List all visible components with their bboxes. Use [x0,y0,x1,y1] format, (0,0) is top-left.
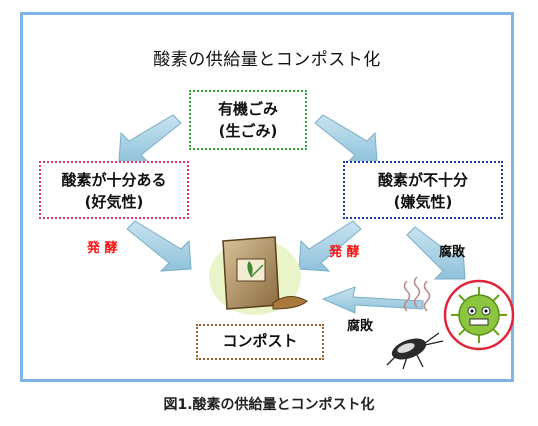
anaerobic-label: 酸素が不十分 [377,171,468,189]
organic-waste-label: 有機ごみ [217,100,278,118]
diagram-graphics [118,114,515,370]
arrow-organic-to-aerobic [118,114,182,164]
diagram-frame: 酸素の供給量とコンポスト化 [20,12,515,382]
arrow-rot-to-compost [321,286,424,314]
organic-waste-sublabel: (生ごみ) [218,122,278,140]
arrow-organic-to-anaerobic [314,114,378,164]
anaerobic-sublabel: (嫌気性) [393,193,453,211]
diagram-title: 酸素の供給量とコンポスト化 [153,50,381,70]
rot-label-top: 腐敗 [439,245,466,260]
fermentation-label-left: 発 酵 [87,241,118,256]
arrow-anaerobic-to-compost [298,220,362,272]
arrow-anaerobic-to-rot [406,226,466,280]
rot-label-bottom: 腐敗 [347,319,374,334]
organic-waste-box: 有機ごみ (生ごみ) [189,90,307,150]
aerobic-box: 酸素が十分ある (好気性) [39,161,189,219]
fermentation-label-right: 発 酵 [329,245,360,260]
aerobic-label: 酸素が十分ある [61,171,167,189]
anaerobic-box: 酸素が不十分 (嫌気性) [343,161,503,219]
odor-lines-icon [403,276,431,312]
aerobic-sublabel: (好気性) [84,193,144,211]
compost-label: コンポスト [222,332,298,350]
compost-bag-icon [209,236,308,315]
compost-box: コンポスト [196,324,324,360]
germ-icon [443,279,515,351]
figure-caption: 図1.酸素の供給量とコンポスト化 [163,397,375,413]
cockroach-icon [386,332,444,370]
arrow-aerobic-to-compost [126,220,192,272]
